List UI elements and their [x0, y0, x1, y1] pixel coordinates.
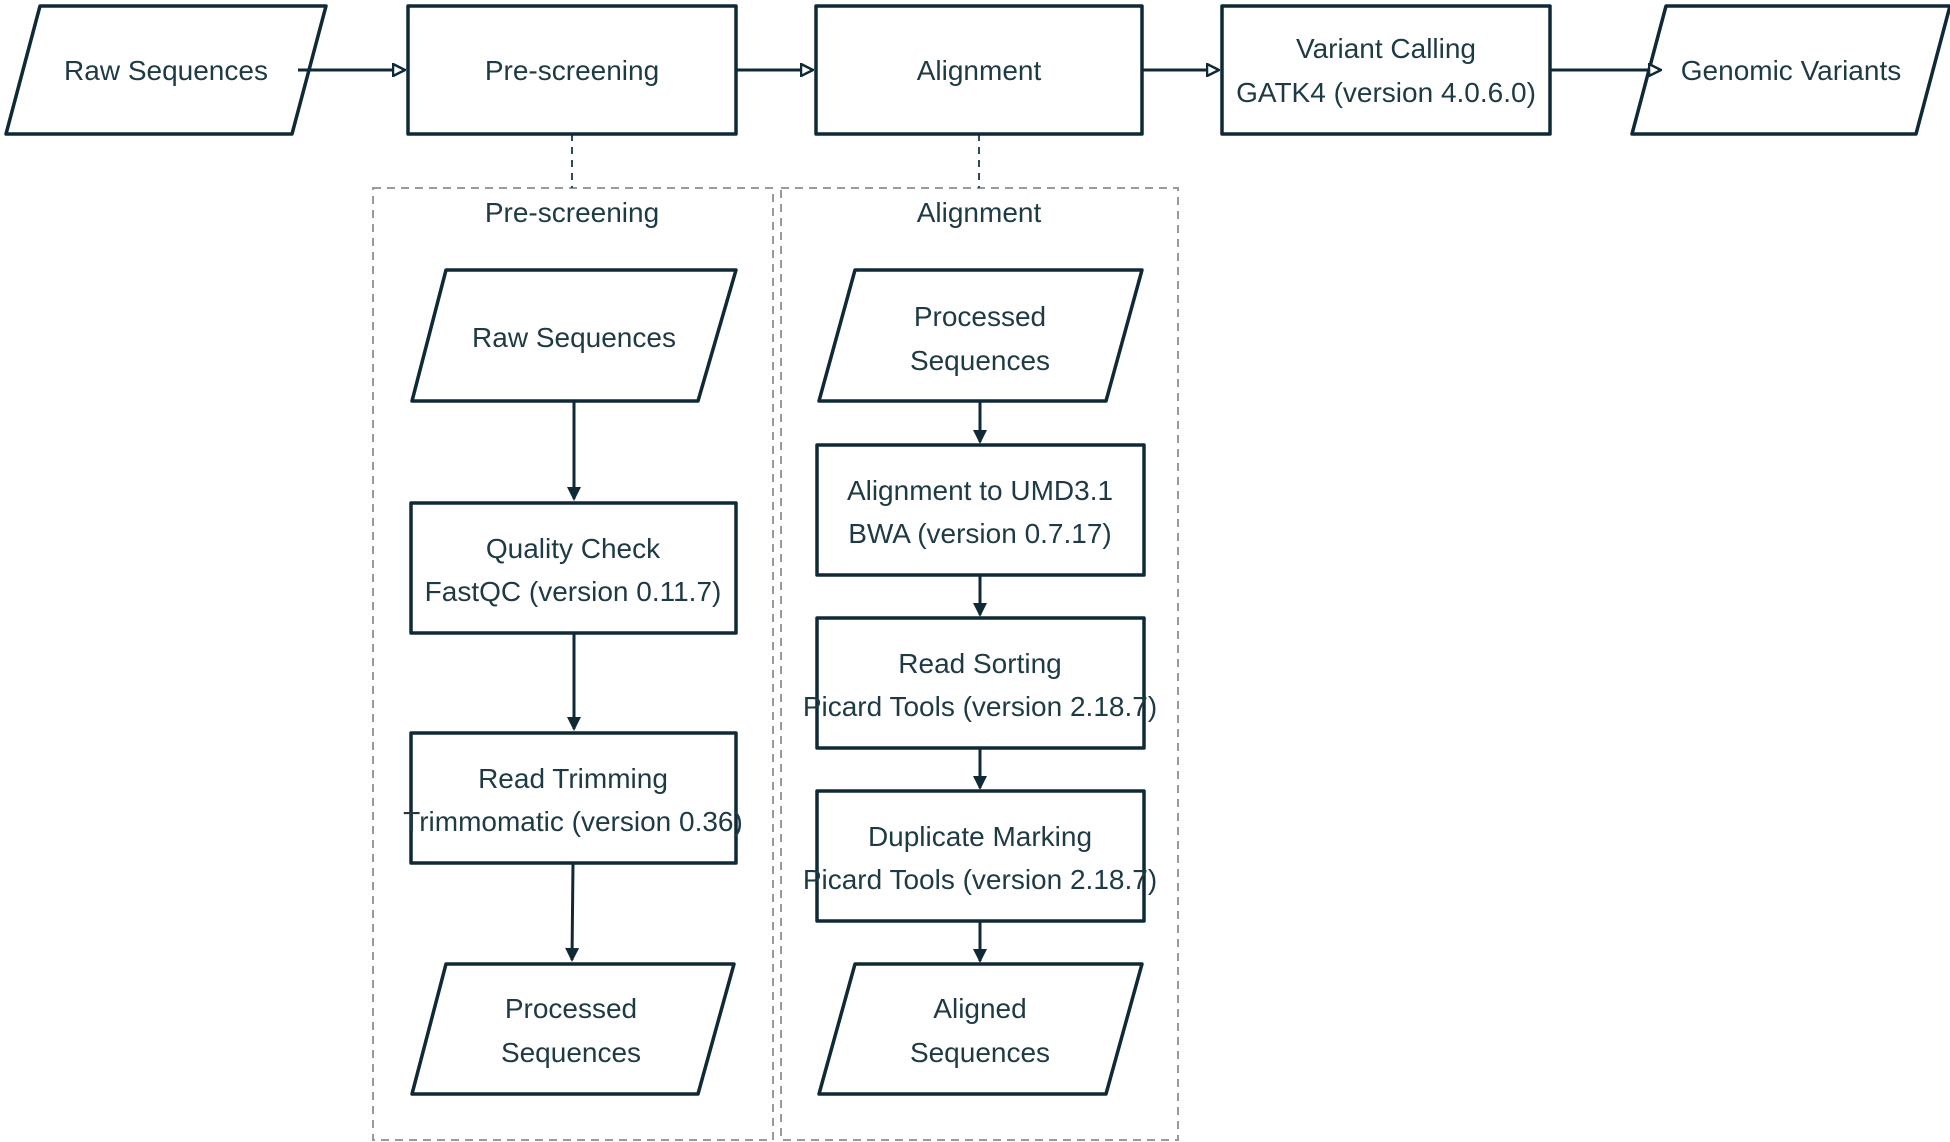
variant-calling-label-line2: GATK4 (version 4.0.6.0): [1236, 77, 1536, 108]
alignment-label: Alignment: [917, 55, 1042, 86]
duplicate-marking-label-line1: Duplicate Marking: [868, 821, 1092, 852]
pre-screening-label: Pre-screening: [485, 55, 659, 86]
group-raw-sequences-label: Raw Sequences: [472, 322, 676, 353]
quality-check-process-node: [409, 501, 738, 635]
alignment-processed-sequences-data-node: [817, 268, 1144, 403]
variant-calling-label-line1: Variant Calling: [1296, 33, 1476, 64]
read-trimming-label-line2: Trimmomatic (version 0.36): [403, 806, 743, 837]
raw-sequences-label: Raw Sequences: [64, 55, 268, 86]
aligned-sequences-label-line1: Aligned: [933, 993, 1026, 1024]
alignment-umd-process-node: [815, 443, 1146, 577]
read-sorting-label-line2: Picard Tools (version 2.18.7): [803, 691, 1157, 722]
alignment-umd-label-line1: Alignment to UMD3.1: [847, 475, 1113, 506]
alignment-processed-sequences-label-line2: Sequences: [910, 345, 1050, 376]
arrow-trimming-to-processed: [565, 862, 580, 962]
pre-screening-process-node: [406, 4, 738, 136]
alignment-processed-sequences-label-line1: Processed: [914, 301, 1046, 332]
aligned-sequences-data-node: [817, 962, 1144, 1096]
read-trimming-label-line1: Read Trimming: [478, 763, 668, 794]
duplicate-marking-label-line2: Picard Tools (version 2.18.7): [803, 864, 1157, 895]
raw-sequences-data-node: [4, 4, 328, 136]
quality-check-label-line1: Quality Check: [486, 533, 661, 564]
read-sorting-label-line1: Read Sorting: [898, 648, 1061, 679]
pre-screening-group-title: Pre-screening: [485, 197, 659, 228]
genomic-variants-data-node: [1630, 4, 1950, 136]
group-processed-sequences-label-line2: Sequences: [501, 1037, 641, 1068]
genomic-variants-label: Genomic Variants: [1681, 55, 1901, 86]
read-trimming-process-node: [409, 731, 738, 865]
aligned-sequences-label-line2: Sequences: [910, 1037, 1050, 1068]
group-raw-sequences-data-node: [410, 268, 738, 403]
duplicate-marking-process-node: [815, 789, 1146, 923]
group-processed-sequences-data-node: [410, 962, 736, 1096]
variant-calling-process-node: [1220, 4, 1552, 136]
group-processed-sequences-label-line1: Processed: [505, 993, 637, 1024]
alignment-umd-label-line2: BWA (version 0.7.17): [848, 518, 1112, 549]
alignment-group-title: Alignment: [917, 197, 1042, 228]
read-sorting-process-node: [815, 616, 1146, 750]
quality-check-label-line2: FastQC (version 0.11.7): [425, 576, 722, 607]
